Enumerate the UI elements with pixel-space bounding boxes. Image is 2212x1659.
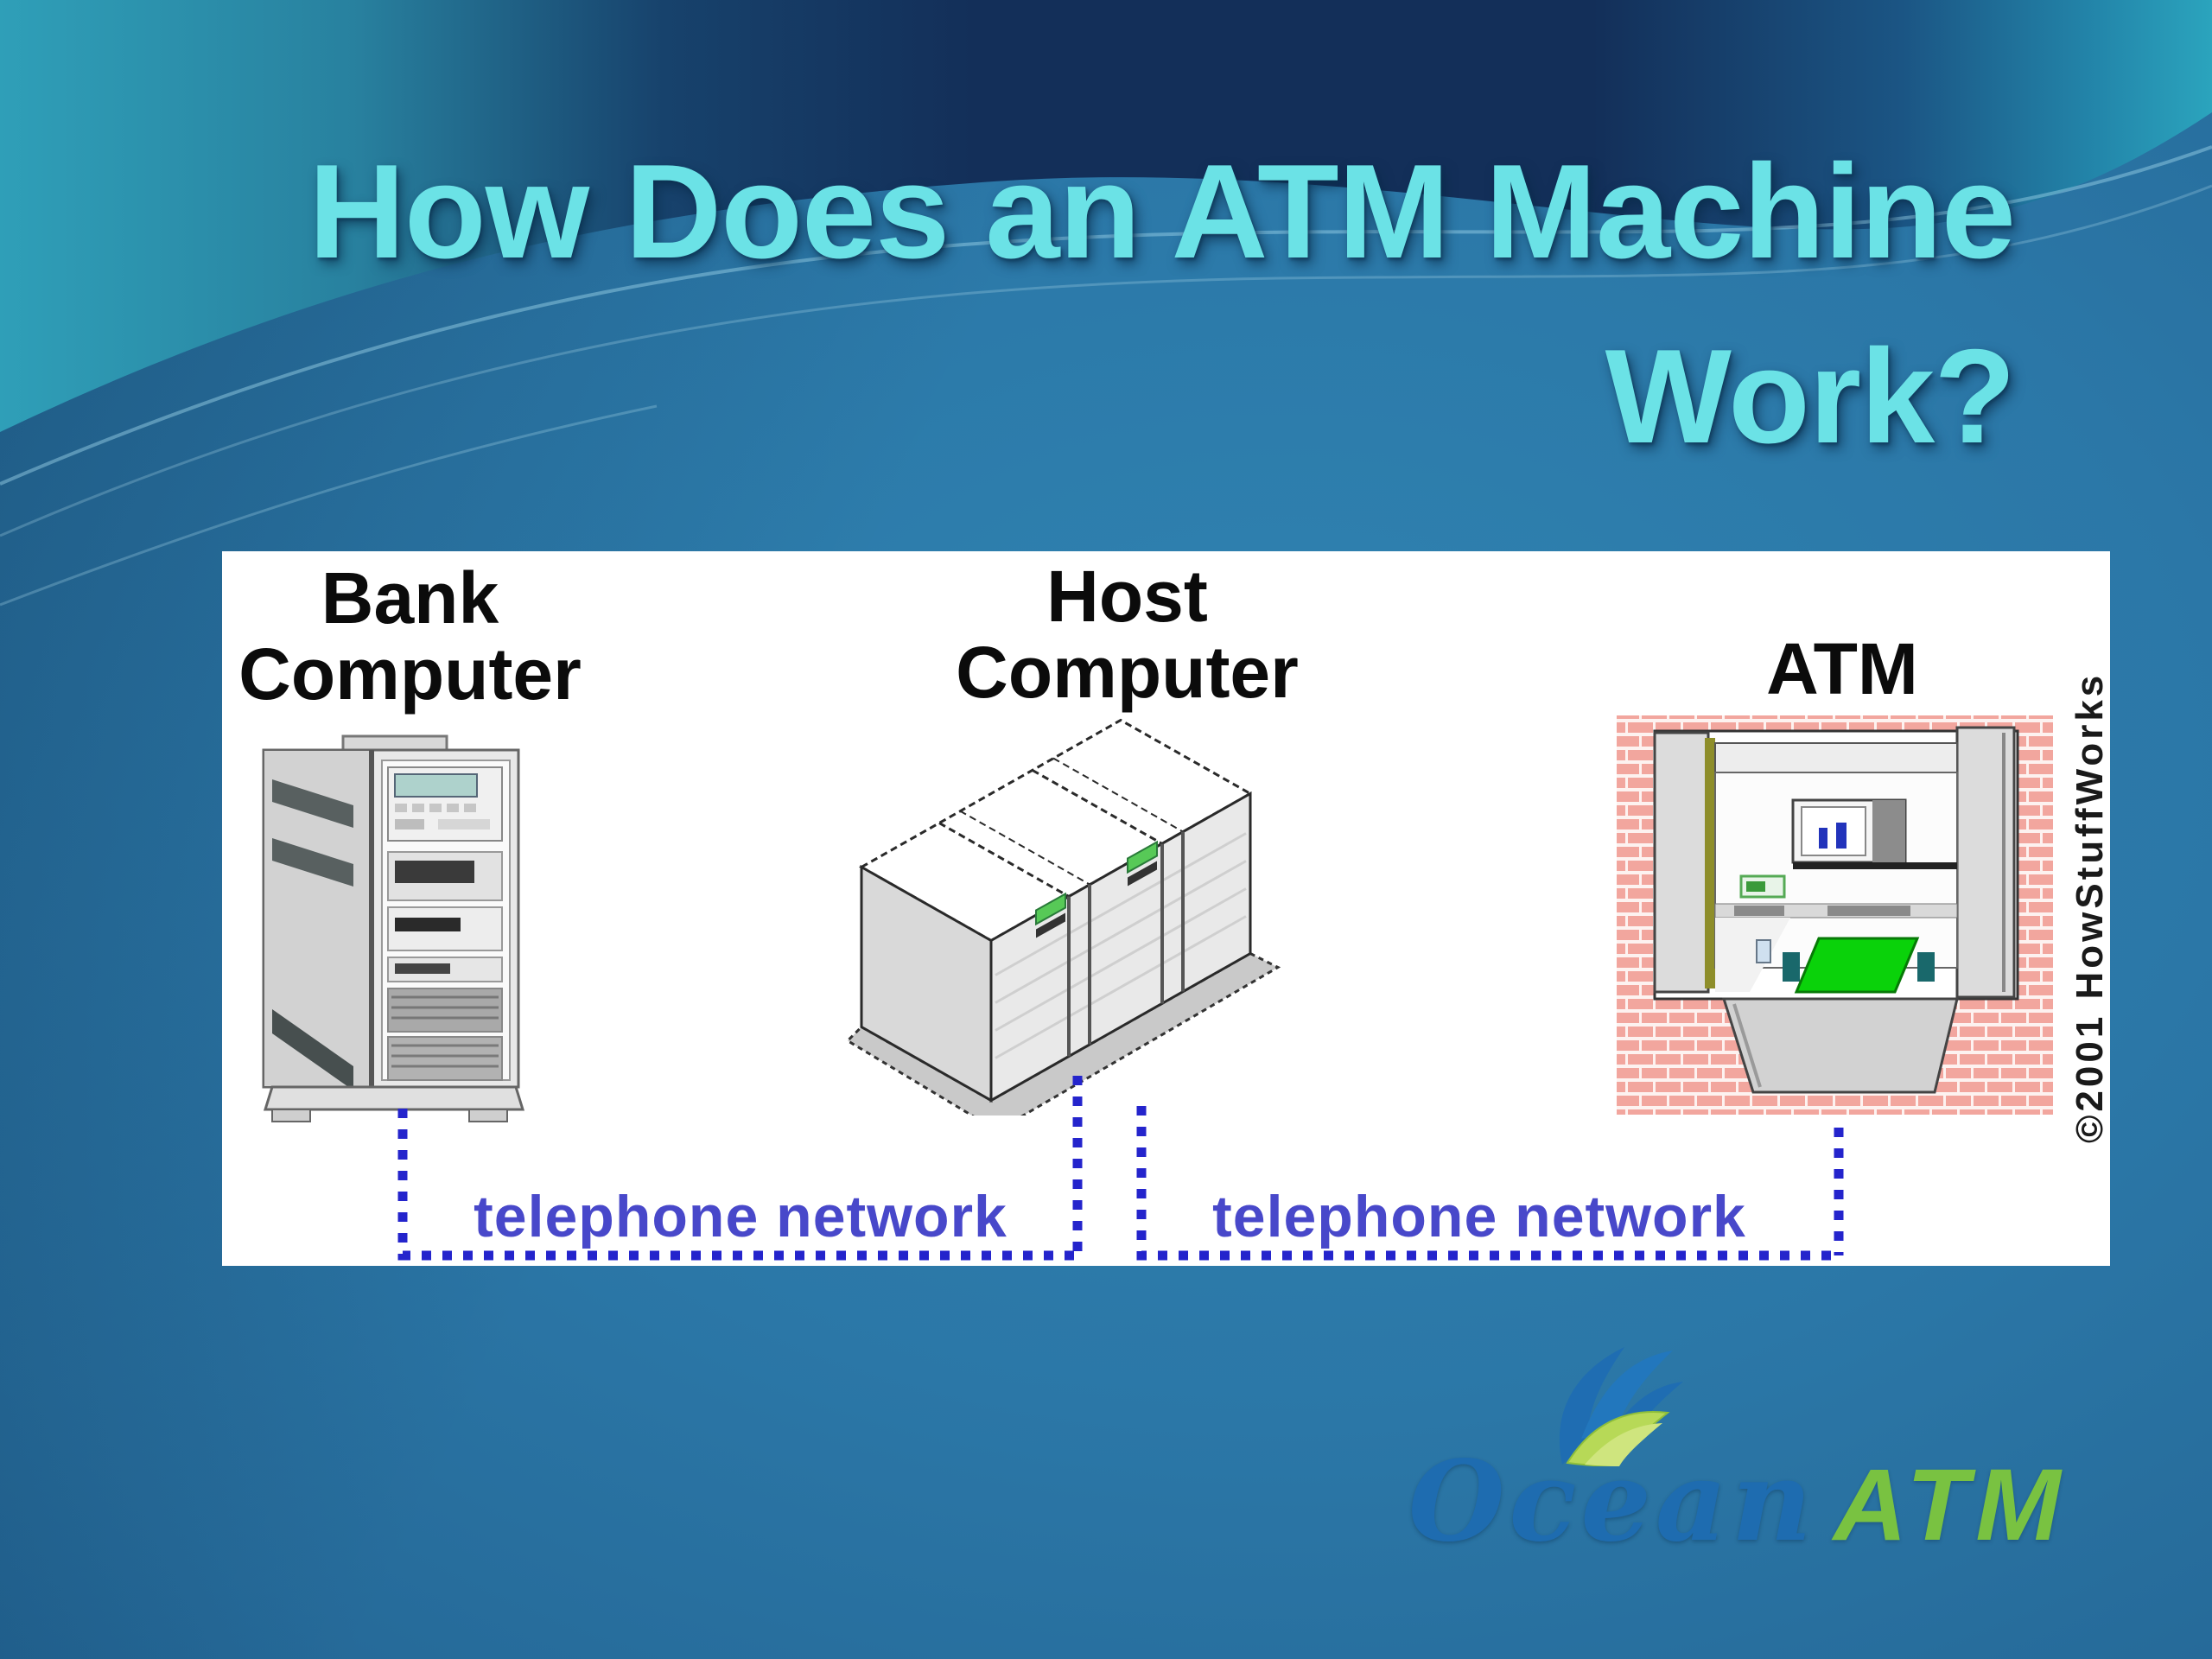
telephone-network-label-left: telephone network [474, 1184, 1007, 1249]
howstuffworks-credit: ©2001 HowStuffWorks [2069, 671, 2111, 1143]
atm-label: ATM [1766, 628, 1918, 709]
title-line-1: How Does an ATM Machine [308, 137, 2016, 286]
logo-ocean-text: Ocean [1408, 1437, 1816, 1567]
light-curve-line-3 [0, 404, 658, 607]
host-label-line-2: Computer [956, 632, 1299, 713]
bank-computer-illustration [262, 734, 525, 1122]
slide-title: How Does an ATM Machine Work? [200, 119, 2016, 489]
logo-atm-text: ATM [1833, 1448, 2068, 1562]
bank-computer-label: Bank Computer [226, 560, 594, 712]
host-label-line-1: Host [1046, 556, 1208, 637]
light-curve-line-2 [0, 184, 2212, 537]
diagram-panel: Bank Computer Host Computer ATM [222, 551, 2111, 1266]
ocean-atm-leaf-icon [1559, 1347, 1683, 1466]
bank-label-line-2: Computer [238, 633, 582, 715]
light-curve-line-1 [0, 145, 2212, 486]
background-waves [0, 0, 2212, 607]
telephone-network-lines [397, 1076, 1844, 1261]
atm-illustration [1617, 715, 2053, 1115]
telephone-network-label-right: telephone network [1212, 1184, 1746, 1249]
title-line-2: Work? [1605, 321, 2016, 471]
host-computer-illustration [845, 718, 1281, 1116]
host-computer-label: Host Computer [939, 558, 1315, 710]
top-wave-band [0, 0, 2212, 432]
bank-label-line-1: Bank [321, 557, 499, 639]
